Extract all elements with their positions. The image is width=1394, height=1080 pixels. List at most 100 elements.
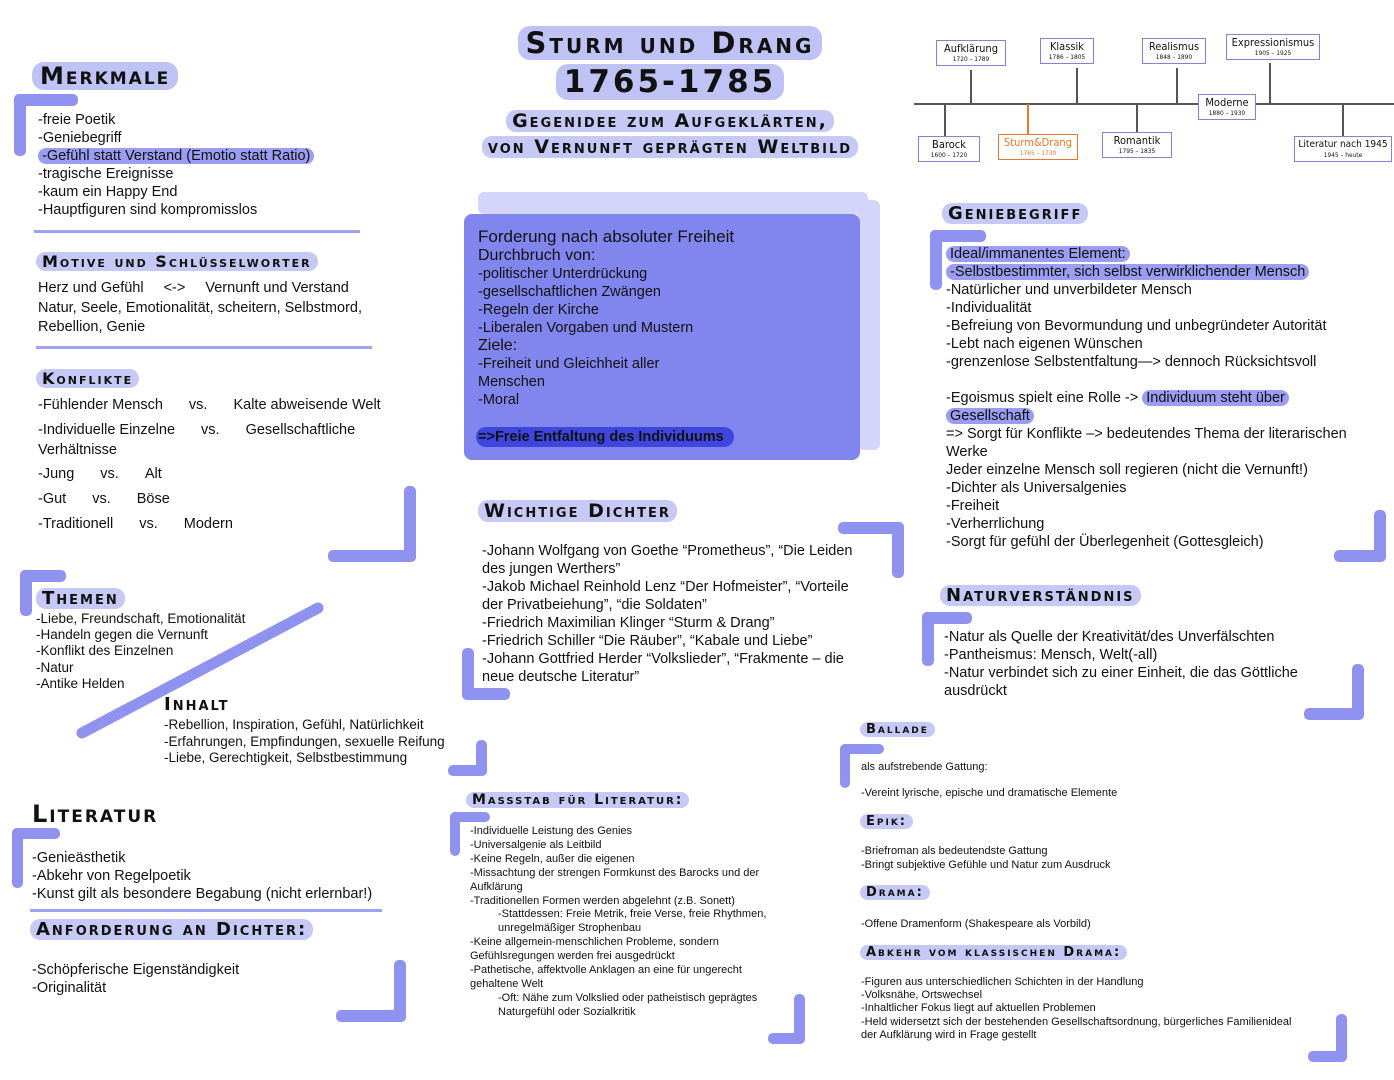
list-item: des jungen Werthers” [482, 561, 621, 577]
natur-bracket-br-side [1352, 664, 1364, 720]
list-item: -Bringt subjektive Gefühle und Natur zum… [861, 858, 1111, 871]
motive-text: Herz und Gefühl<->Vernunft und Verstand … [38, 280, 362, 335]
natur-bracket-side [922, 612, 934, 666]
epik-heading: Epik: [860, 814, 913, 829]
genie-bracket-br-side [1374, 510, 1386, 562]
list-item: -Konflikt des Einzelnen [36, 643, 174, 659]
list-item: Durchbruch von: [478, 247, 596, 264]
list-item: als aufstrebende Gattung: [861, 761, 988, 773]
themen-list: -Liebe, Freundschaft, Emotionalität -Han… [36, 611, 245, 692]
list-item: Gesellschaft [946, 407, 1347, 425]
list-item: -Traditionellen Formen werden abgelehnt … [470, 894, 735, 907]
list-item: der Aufklärung wird in Frage gestellt [861, 1028, 1037, 1041]
massstab-bracket-top [450, 812, 490, 822]
list-item: -Gefühl statt Verstand (Emotio statt Rat… [38, 147, 315, 165]
list-item: -Sorgt für gefühl der Überlegenheit (Got… [946, 534, 1264, 550]
list-item: -tragische Ereignisse [38, 166, 174, 182]
divider [36, 346, 372, 349]
merkmale-bracket-top [14, 94, 78, 106]
natur-list: -Natur als Quelle der Kreativität/des Un… [944, 628, 1298, 700]
list-item: -Natürlicher und unverbildeter Mensch [946, 282, 1192, 298]
list-item: Menschen [478, 374, 545, 390]
list-item: => Sorgt für Konflikte –> bedeutendes Th… [946, 426, 1347, 442]
list-item: -grenzenlose Selbstentfaltung—> dennoch … [946, 354, 1317, 370]
genie-bracket-side [930, 230, 942, 290]
list-item: Verhältnisse [38, 442, 117, 458]
list-item: Ideal/immanentes Element: [946, 245, 1347, 263]
list-item: der Privatbeiehung”, “die Soldaten” [482, 597, 707, 613]
dichter-list: -Johann Wolfgang von Goethe “Prometheus”… [482, 542, 853, 686]
list-item: Gefühlsregungen werden frei ausgedrückt [470, 950, 675, 963]
geniebegriff-list: Ideal/immanentes Element: -Selbstbestimm… [946, 245, 1347, 551]
motive-heading: Motive und Schlüsselworter [36, 252, 318, 271]
literatur-bracket-top [12, 828, 60, 839]
list-item: -Individualität [946, 300, 1032, 316]
abkehr-bracket-bottom [1308, 1051, 1347, 1062]
inhalt-bracket-side [476, 740, 487, 776]
list-item: -Abkehr von Regelpoetik [32, 868, 191, 884]
list-item: Naturgefühl oder Sozialkritik [498, 1005, 636, 1018]
list-item: -Stattdessen: Freie Metrik, freie Verse,… [498, 908, 767, 921]
massstab-bracket-side [450, 812, 460, 856]
list-item: -Natur verbindet sich zu einer Einheit, … [944, 665, 1298, 681]
list-item: -Liberalen Vorgaben und Mustern [478, 320, 694, 336]
konflikte-heading: Konflikte [36, 369, 140, 388]
massstab-list: -Individuelle Leistung des Genies -Unive… [470, 825, 766, 1020]
drama-list: -Offene Dramenform (Shakespeare als Vorb… [861, 917, 1091, 931]
epik-list: -Briefroman als bedeutendste Gattung -Br… [861, 845, 1110, 872]
abkehr-list: -Figuren aus unterschiedlichen Schichten… [861, 976, 1291, 1042]
list-item: -Keine Regeln, außer die eigenen [470, 852, 635, 865]
list-item: -Regeln der Kirche [478, 302, 599, 318]
list-item: -Offene Dramenform (Shakespeare als Vorb… [861, 918, 1091, 930]
list-item: -Erfahrungen, Empfindungen, sexuelle Rei… [164, 733, 445, 749]
list-item: -Lebt nach eigenen Wünschen [946, 336, 1143, 352]
list-item: -Friedrich Maximilian Klinger “Sturm & D… [482, 615, 775, 631]
inhalt-heading: Inhalt [164, 694, 230, 715]
list-item: Werke [946, 444, 988, 460]
list-item: -Individuelle Leistung des Genies [470, 825, 633, 837]
page-title: Sturm und Drang 1765-1785 Gegenidee zum … [440, 26, 900, 158]
list-item: gehaltene Welt [470, 977, 544, 990]
merkmale-bracket-side [14, 94, 26, 156]
list-item: -Hauptfiguren sind kompromisslos [38, 202, 258, 218]
list-item: -politischer Unterdrückung [478, 266, 648, 282]
literatur-list: -Genieästhetik -Abkehr von Regelpoetik -… [32, 849, 372, 903]
genie-bracket-top [930, 230, 986, 242]
freiheit-box [464, 214, 860, 460]
timeline-axis [914, 103, 1394, 105]
list-item: -Missachtung der strengen Formkunst des … [470, 866, 760, 879]
freiheit-box-shadow-side [858, 200, 880, 450]
inhalt-bracket-bottom [448, 765, 487, 776]
list-item: -Befreiung von Bevormundung und unbegrün… [946, 318, 1327, 334]
genie-bracket-br-bottom [1334, 550, 1386, 562]
dichter-bracket-bl-bottom [462, 688, 510, 700]
list-item: -Figuren aus unterschiedlichen Schichten… [861, 976, 1144, 988]
massstab-bracket-br-bottom [768, 1033, 805, 1044]
literatur-heading: Literatur [32, 800, 159, 828]
list-item: -Handeln gegen die Vernunft [36, 627, 208, 643]
list-item: -Originalität [32, 980, 107, 996]
list-item: -Oft: Nähe zum Volkslied oder patheistis… [498, 991, 758, 1004]
list-item: Jeder einzelne Mensch soll regieren (nic… [946, 462, 1308, 478]
list-item: -Egoismus spielt eine Rolle -> Individuu… [946, 389, 1347, 407]
list-item: -Antike Helden [36, 675, 125, 691]
list-item: -Schöpferische Eigenständigkeit [32, 962, 240, 978]
list-item: -Freiheit [946, 498, 1000, 514]
diagonal-divider [76, 602, 324, 739]
merkmale-heading: Merkmale [32, 62, 179, 90]
inhalt-list: -Rebellion, Inspiration, Gefühl, Natürli… [164, 717, 445, 767]
list-item: -Jakob Michael Reinhold Lenz “Der Hofmei… [482, 579, 849, 595]
list-item: -Pathetische, affektvolle Anklagen an ei… [470, 964, 742, 977]
drama-heading: Drama: [860, 885, 930, 900]
